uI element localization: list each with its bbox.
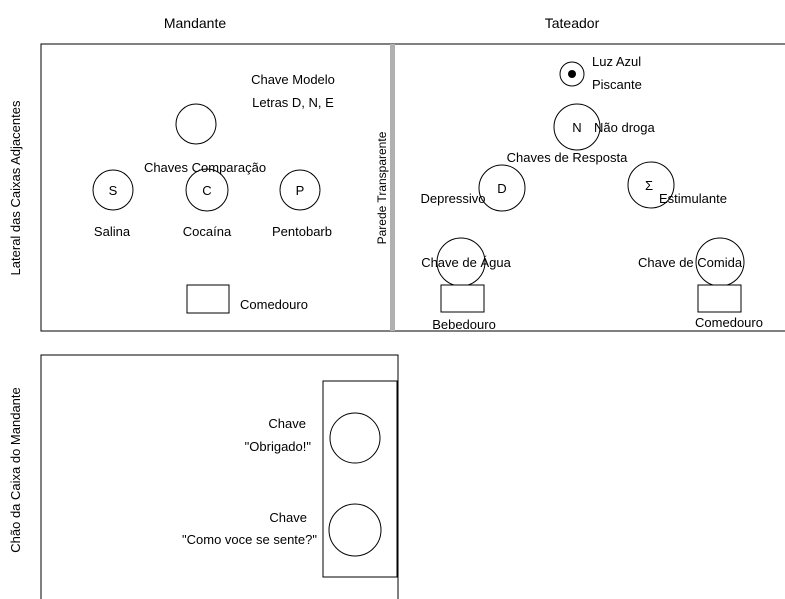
thanks-key-label-2: "Obrigado!" (245, 439, 312, 454)
food-key-label: Chave de Comida (638, 255, 743, 270)
blue-light-label-1: Luz Azul (592, 54, 641, 69)
top-box-border (40, 43, 785, 332)
comparison-key-s: S (92, 169, 134, 211)
side-label-floor: Chão da Caixa do Mandante (8, 387, 23, 553)
tateador-feeder (697, 284, 742, 313)
comparison-key-c: C (185, 168, 229, 212)
sigma-key-letter: Σ (645, 178, 653, 193)
comparison-key-s-letter: S (109, 183, 118, 198)
feel-key-label-2: "Como voce se sente?" (182, 532, 317, 547)
sample-key-label-1: Chave Modelo (251, 72, 335, 87)
tateador-feeder-label: Comedouro (695, 315, 763, 330)
blue-light-label-2: Piscante (592, 77, 642, 92)
blue-light-center (568, 70, 576, 78)
water-trough (440, 284, 485, 313)
water-trough-label: Bebedouro (432, 317, 496, 332)
comparison-key-c-letter: C (202, 183, 211, 198)
comparison-key-p-letter: P (296, 183, 305, 198)
comparison-key-p-circle (279, 169, 321, 211)
d-key-letter: D (497, 181, 506, 196)
water-key-label: Chave de Água (421, 255, 511, 270)
wall-label: Parede Transparente (375, 131, 389, 244)
comparison-key-p: P (279, 169, 321, 211)
header-mandante: Mandante (164, 15, 226, 31)
d-key-label: Depressivo (420, 191, 485, 206)
feel-key (328, 503, 382, 557)
header-tateador: Tateador (545, 15, 600, 31)
key-label-cocaina: Cocaína (183, 224, 232, 239)
n-key-letter: N (572, 120, 581, 135)
key-label-salina: Salina (94, 224, 131, 239)
d-key (478, 164, 526, 212)
mandante-feeder (186, 284, 230, 314)
sigma-key-label: Estimulante (659, 191, 727, 206)
floor-box-border (40, 354, 399, 599)
comparison-key-c-circle (185, 168, 229, 212)
sample-key-label-2: Letras D, N, E (252, 95, 334, 110)
comparison-key-s-circle (92, 169, 134, 211)
comparison-keys-label: Chaves Comparação (144, 160, 266, 175)
transparent-wall (390, 44, 395, 331)
thanks-key (329, 412, 381, 464)
n-key (553, 103, 601, 151)
feel-key-label-1: Chave (269, 510, 307, 525)
side-label-adjacent-boxes: Lateral das Caixas Adjacentes (8, 100, 23, 275)
key-label-pentobarb: Pentobarb (272, 224, 332, 239)
thanks-key-label-1: Chave (268, 416, 306, 431)
response-keys-label: Chaves de Resposta (507, 150, 628, 165)
n-key-label: Não droga (594, 120, 655, 135)
sigma-key (627, 161, 675, 209)
sample-key (175, 103, 217, 145)
mandante-feeder-label: Comedouro (240, 297, 308, 312)
